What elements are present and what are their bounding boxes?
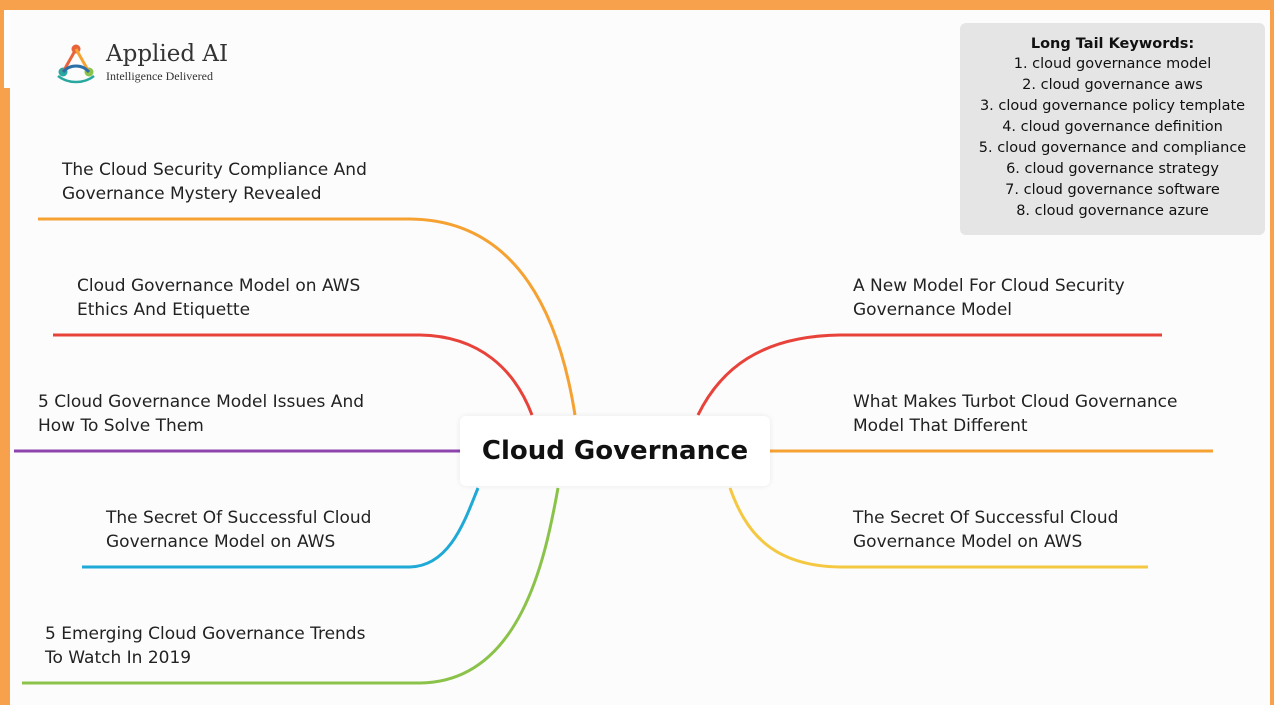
keywords-title: Long Tail Keywords:: [1030, 36, 1195, 52]
keyword-item: 1. cloud governance model: [1013, 56, 1212, 72]
topic-line: Governance Model on AWS: [106, 532, 336, 552]
topic-line: Cloud Governance Model on AWS: [77, 276, 361, 296]
topic-line: 5 Emerging Cloud Governance Trends: [45, 624, 366, 644]
keyword-item: 8. cloud governance azure: [1016, 203, 1209, 219]
central-topic: Cloud Governance: [460, 416, 770, 486]
topic-line: A New Model For Cloud Security: [853, 276, 1125, 296]
topic-left-3: 5 Cloud Governance Model Issues And How …: [38, 390, 364, 438]
frame-right-border: [1270, 0, 1274, 705]
applied-ai-logo-icon: [57, 44, 95, 84]
branch-left-5: [22, 487, 560, 685]
topic-line: To Watch In 2019: [45, 648, 192, 668]
topic-right-1: A New Model For Cloud Security Governanc…: [853, 274, 1125, 322]
keywords-panel: Long Tail Keywords: 1. cloud governance …: [960, 23, 1265, 235]
brand-tagline: Intelligence Delivered: [106, 68, 213, 83]
topic-left-5: 5 Emerging Cloud Governance Trends To Wa…: [45, 622, 365, 670]
keyword-item: 4. cloud governance definition: [1002, 119, 1223, 135]
topic-left-4: The Secret Of Successful Cloud Governanc…: [106, 506, 371, 554]
keyword-item: 7. cloud governance software: [1005, 182, 1220, 198]
brand-name: Applied AI: [106, 40, 229, 67]
branch-left-4: [82, 487, 480, 569]
frame-top-border: [0, 0, 1274, 10]
topic-line: The Secret Of Successful Cloud: [853, 508, 1119, 528]
frame-left-border: [0, 88, 10, 705]
topic-line: The Cloud Security Compliance And: [62, 160, 367, 180]
topic-right-2: What Makes Turbot Cloud Governance Model…: [853, 390, 1177, 438]
branch-right-1: [696, 333, 1162, 416]
topic-line: Governance Model on AWS: [853, 532, 1083, 552]
branch-right-3: [728, 487, 1148, 569]
keyword-item: 6. cloud governance strategy: [1006, 161, 1219, 177]
keyword-item: 2. cloud governance aws: [1022, 77, 1203, 93]
topic-line: What Makes Turbot Cloud Governance: [853, 392, 1178, 412]
topic-right-3: The Secret Of Successful Cloud Governanc…: [853, 506, 1118, 554]
central-topic-label: Cloud Governance: [481, 436, 749, 466]
frame-left-top-border: [0, 0, 4, 90]
branch-left-1: [38, 217, 577, 416]
topic-line: How To Solve Them: [38, 416, 204, 436]
topic-line: Governance Mystery Revealed: [62, 184, 322, 204]
branch-left-2: [53, 333, 534, 416]
topic-line: 5 Cloud Governance Model Issues And: [38, 392, 365, 412]
topic-left-1: The Cloud Security Compliance And Govern…: [62, 158, 367, 206]
keyword-item: 5. cloud governance and compliance: [978, 140, 1247, 156]
topic-line: Model That Different: [853, 416, 1028, 436]
topic-left-2: Cloud Governance Model on AWS Ethics And…: [77, 274, 360, 322]
brand-logo: Applied AI Intelligence Delivered: [54, 40, 228, 84]
topic-line: The Secret Of Successful Cloud: [106, 508, 372, 528]
topic-line: Governance Model: [853, 300, 1013, 320]
topic-line: Ethics And Etiquette: [77, 300, 251, 320]
keyword-item: 3. cloud governance policy template: [979, 98, 1246, 114]
